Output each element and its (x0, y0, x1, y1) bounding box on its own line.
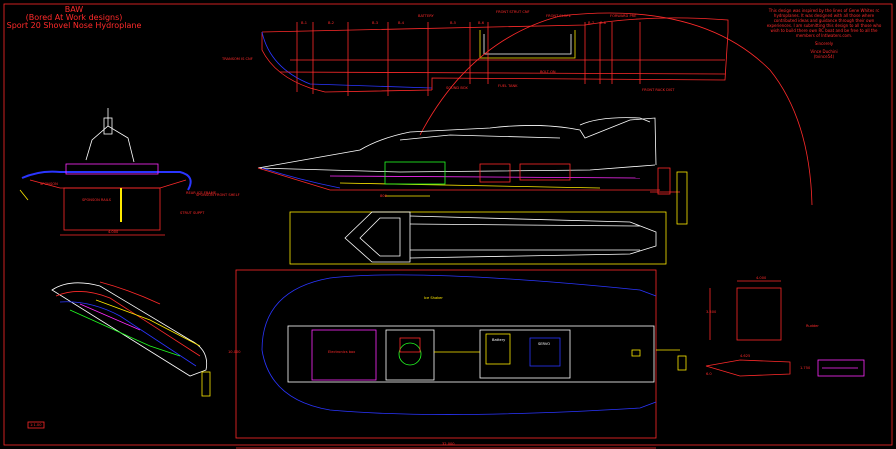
plan-label-servo: SERVO (538, 342, 551, 346)
label-sponson-rails: SPONSON RAILS (82, 198, 112, 202)
label-transom: TRANSOM IS CNF (222, 57, 253, 61)
label-sound-box: SOUND BOX (446, 86, 468, 90)
dim-plan-height: 10.000 (228, 350, 241, 354)
dim-plan-width: 32.000 (442, 442, 455, 446)
label-station-1: B-1 (301, 21, 308, 25)
label-bolt-on: BOLT ON (540, 70, 556, 74)
label-station-6: B-6 (478, 21, 485, 25)
dim-strut: 4.625 (740, 354, 751, 358)
label-sponson: SPONSON (40, 182, 58, 186)
signoff: Sincerely (814, 41, 834, 46)
label-station-4: B-4 (398, 21, 405, 25)
label-station-5: B-5 (450, 21, 457, 25)
label-station-3: B-3 (372, 21, 379, 25)
label-front-strut: FRONT STRUT CNF (496, 10, 530, 14)
label-station-2: B-2 (328, 21, 335, 25)
label-strut-suppt: STRUT SUPPT (180, 211, 205, 215)
label-rear-ice-frame: REAR ICE FRAME (186, 191, 217, 195)
scale-label: 1:1.00 (30, 423, 42, 427)
label-sponson-front-shelf: SPONSON FRONT SHELF (196, 193, 240, 197)
side-profile-view (261, 12, 813, 206)
drive-plan-view (289, 211, 667, 265)
author-name: Vince Duchini (810, 49, 838, 54)
plan-label-electronics: Electronics box (328, 350, 356, 354)
title-line-2: (Bored At Work designs) (25, 13, 123, 22)
label-front-rack: FRONT RACK DIST (642, 88, 675, 92)
dedication-note: This design was inspired by the lines of… (762, 8, 886, 59)
detail-views (705, 280, 865, 377)
sheet-border (3, 3, 893, 446)
title-line-1: BAW (64, 5, 84, 14)
box-label-rudder: Rudder (806, 324, 819, 328)
plan-view (235, 269, 687, 449)
author-handle: (tvince54) (813, 54, 835, 59)
plan-label-deck: Ice Shaker (424, 296, 443, 300)
dedication-text: This design was inspired by the lines of… (766, 8, 882, 38)
side-elevation-view (257, 117, 688, 225)
plan-label-battery: Battery (492, 338, 506, 342)
scale-stamp (27, 421, 45, 429)
isometric-view (51, 281, 211, 397)
dim-section-width: 4.000 (108, 230, 119, 234)
dim-box-width: 4.000 (756, 276, 767, 280)
dim-side: 800 (380, 194, 387, 198)
label-forward-pre: FORWARD PRE (610, 14, 637, 18)
dim-strut-2: 1.750 (800, 366, 811, 370)
title-block: BAW (Bored At Work designs) Sport 20 Sho… (4, 6, 144, 30)
title-line-3: Sport 20 Shovel Nose Hydroplane (6, 21, 142, 30)
label-station-7: B-7 (588, 21, 595, 25)
section-view (19, 108, 192, 236)
label-battery-top: BATTERY (418, 14, 434, 18)
dim-strut-3: 6.0 (706, 372, 712, 376)
dim-box-height: 3.500 (706, 310, 717, 314)
label-fuel-tank: FUEL TANK (498, 84, 518, 88)
label-front-slope: FRONT SLOPE (546, 14, 571, 18)
label-station-8: B-8 (600, 21, 607, 25)
